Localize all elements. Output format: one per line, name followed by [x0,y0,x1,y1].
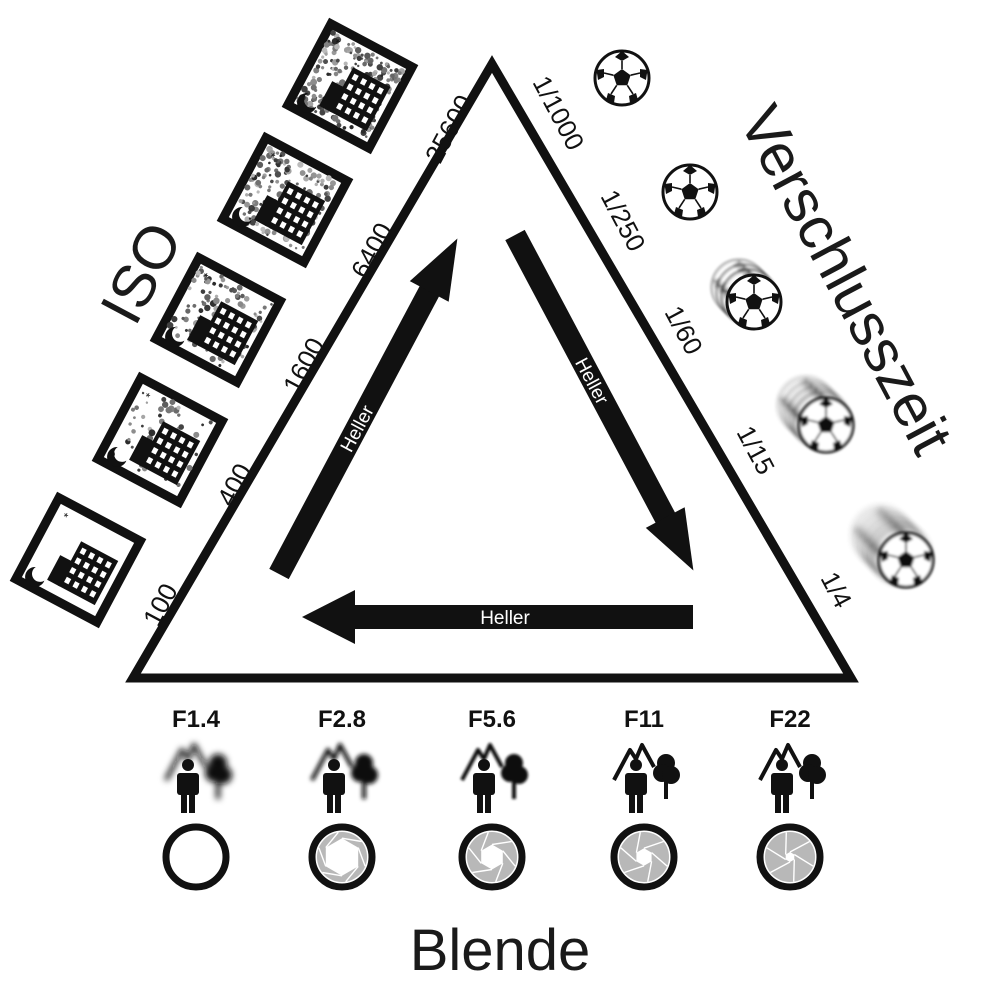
aperture-icon [458,823,526,891]
person-mountain-tree-icon [612,743,680,813]
shutter-value-4: 1/4 [815,567,858,613]
iso-samples: * * * * * [9,17,419,629]
svg-text:*: * [60,510,71,525]
person-mountain-tree-icon [758,743,826,813]
soccer-ball-icon [777,376,855,454]
aperture-icon [756,823,824,891]
noisy-city-night-icon: * [281,17,419,155]
soccer-ball-icon [852,506,935,589]
aperture-value-F1.4: F1.4 [172,706,221,733]
noisy-city-night-icon: * [91,371,229,509]
person-mountain-tree-icon [164,743,232,813]
soccer-ball-icon [661,163,719,221]
aperture-value-F5.6: F5.6 [468,706,516,733]
soccer-ball-icon [593,49,651,107]
svg-text:*: * [142,390,153,405]
aperture-title: Blende [410,918,591,983]
soccer-ball-icon [710,258,783,331]
arrow-aperture-left: Heller [302,590,693,644]
svg-text:*: * [332,36,343,51]
noisy-city-night-icon: * [9,491,147,629]
aperture-scale: F1.4 F2.8 F5.6 F11 F22 [162,706,826,891]
svg-text:*: * [200,270,211,285]
aperture-value-F2.8: F2.8 [318,706,366,733]
shutter-value-2: 1/60 [659,301,709,360]
aperture-icon [162,823,230,891]
arrow-bottom-label: Heller [480,608,530,629]
aperture-icon [610,823,678,891]
noisy-city-night-icon: * [216,131,354,269]
person-mountain-tree-icon [460,743,528,813]
person-mountain-tree-icon [310,743,378,813]
noisy-city-night-icon: * [149,251,287,389]
aperture-icon [308,823,376,891]
aperture-value-F22: F22 [769,706,810,733]
svg-text:*: * [267,150,278,165]
aperture-value-F11: F11 [624,706,664,733]
shutter-value-3: 1/15 [731,421,781,480]
